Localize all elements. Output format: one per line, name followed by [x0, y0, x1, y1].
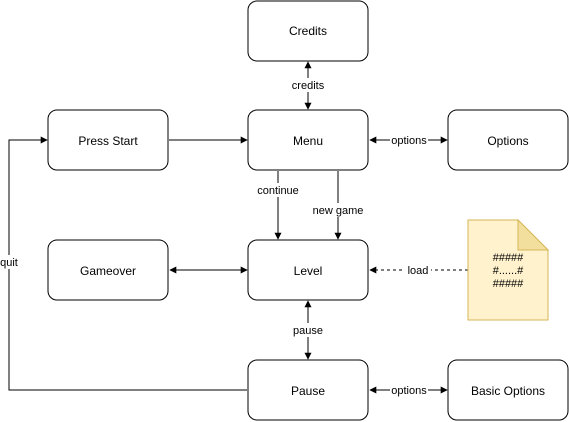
node-menu-label: Menu: [293, 134, 323, 148]
edge-label-load: load: [408, 265, 429, 277]
node-level: Level: [247, 239, 369, 301]
edge-label-menu-options: options: [391, 135, 427, 147]
node-credits-label: Credits: [289, 24, 327, 38]
node-press-start: Press Start: [47, 109, 169, 171]
node-pause-label: Pause: [291, 384, 325, 398]
node-basic-options-label: Basic Options: [471, 384, 545, 398]
edge-label-new-game: new game: [313, 205, 364, 217]
edge-label-credits: credits: [292, 80, 325, 92]
edge-label-quit: quit: [0, 257, 18, 269]
node-options: Options: [447, 109, 569, 171]
edge-label-continue: continue: [257, 185, 299, 197]
node-gameover-label: Gameover: [80, 264, 136, 278]
node-credits: Credits: [247, 0, 369, 62]
level-file-icon: ##### #......# #####: [467, 218, 550, 321]
node-level-label: Level: [294, 264, 323, 278]
node-basic-options: Basic Options: [447, 359, 569, 421]
node-menu: Menu: [247, 109, 369, 171]
edge-label-pause: pause: [293, 325, 323, 337]
node-pause: Pause: [247, 359, 369, 421]
level-file-line-3: #####: [493, 278, 524, 290]
edge-label-pause-options: options: [391, 385, 427, 397]
node-gameover: Gameover: [47, 239, 169, 301]
level-file-line-2: #......#: [493, 265, 524, 277]
node-options-label: Options: [487, 134, 528, 148]
level-file-line-1: #####: [493, 252, 524, 264]
node-press-start-label: Press Start: [78, 134, 138, 148]
